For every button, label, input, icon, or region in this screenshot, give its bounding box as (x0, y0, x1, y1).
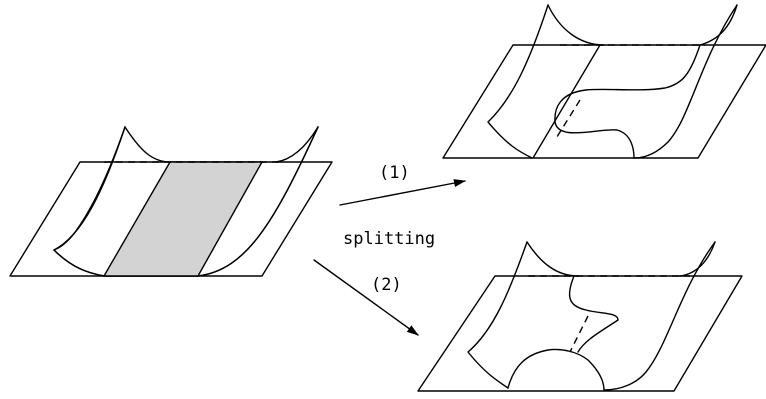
base-plane-top-right (442, 44, 766, 159)
sheet-top-right-left (487, 4, 549, 159)
u-sheet-left-bottom (53, 249, 105, 277)
handle-top-right (554, 44, 701, 159)
sheet-bottom-right-right (603, 241, 716, 391)
hidden-neck-bottom-right (569, 315, 589, 353)
route-two-label: (2) (371, 275, 402, 295)
u-sheet-left-edge (53, 126, 126, 251)
upper-lobe-right-bottom-right (577, 319, 619, 353)
lower-lobe-bottom-right (507, 348, 605, 391)
u-sheet-right-edge (197, 126, 319, 277)
sheet-bottom-right-back-left (526, 241, 579, 277)
arrow-route-two (313, 259, 419, 336)
sheet-top-right-right (633, 4, 738, 159)
base-plane-bottom-right (417, 275, 743, 392)
sheet-top-right-back-right (699, 4, 738, 46)
arrow-two-line (313, 259, 419, 336)
result-two-figure (417, 241, 743, 392)
sheet-back-curve-left (124, 126, 171, 163)
sheet-bottom-right-back-right (679, 241, 716, 277)
route-one-label: (1) (379, 163, 410, 183)
upper-lobe-bottom-right (568, 275, 619, 321)
splitting-label: splitting (343, 229, 435, 249)
sheet-back-curve-right (275, 126, 319, 163)
result-one-figure (442, 4, 766, 159)
split-line-top-right (532, 44, 601, 159)
sheet-bottom-right-left (467, 241, 528, 389)
arrow-route-one (339, 179, 466, 206)
initial-surface-figure (9, 126, 333, 277)
sheet-top-right-back-left (547, 4, 605, 46)
arrow-one-line (339, 179, 466, 206)
hidden-handle-top-right (554, 99, 581, 141)
